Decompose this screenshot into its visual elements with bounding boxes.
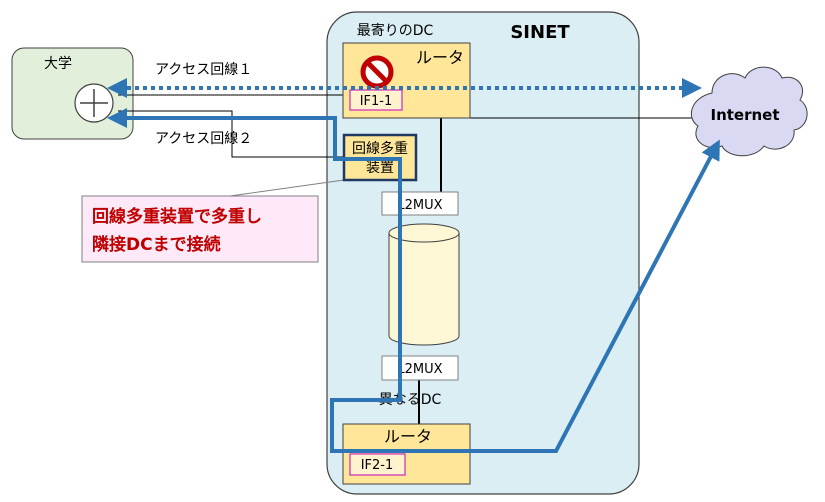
internet-label: Internet	[710, 106, 779, 124]
router-top-label: ルータ	[416, 48, 464, 67]
callout-box	[81, 195, 319, 263]
if2-1-label: IF2-1	[361, 458, 394, 473]
access-line-1-label: アクセス回線１	[155, 62, 252, 78]
nearest-dc-label: 最寄りのDC	[357, 22, 434, 39]
other-dc-label: 異なるDC	[379, 392, 442, 408]
l2mux-bottom	[381, 355, 459, 381]
access-line-2-label: アクセス回線２	[155, 131, 252, 147]
mux-device-line1: 回線多重	[352, 140, 408, 157]
university-box	[11, 47, 134, 140]
if1-1-label: IF1-1	[360, 94, 393, 109]
prohibited-icon	[360, 55, 394, 89]
if2-1-box	[349, 453, 406, 476]
university-label: 大学	[44, 56, 72, 72]
l2mux-bottom-label: L2MUX	[397, 362, 442, 377]
router-bottom-label: ルータ	[384, 427, 432, 446]
path-access-2-solid	[107, 108, 720, 453]
callout-line1: 回線多重装置で多重し	[92, 206, 262, 227]
callout-pointer	[229, 179, 345, 197]
sinet-label: SINET	[510, 22, 570, 43]
mux-device-line2: 装置	[366, 160, 394, 176]
callout-line2: 隣接DCまで接続	[92, 234, 221, 255]
dark-fiber-cylinder	[388, 223, 460, 346]
l2mux-top-label: L2MUX	[397, 198, 442, 213]
university-router-icon	[74, 83, 114, 123]
